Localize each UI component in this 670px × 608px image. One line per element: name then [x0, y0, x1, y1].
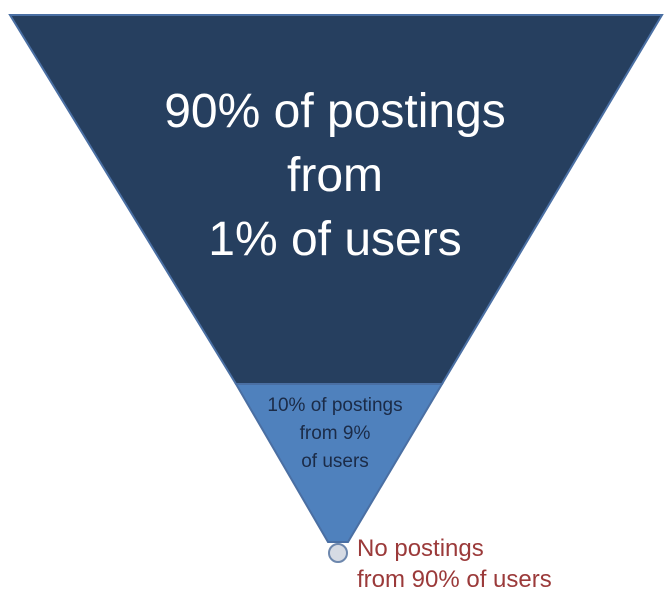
bottom-segment-line-1: No postings — [357, 535, 484, 562]
middle-segment-line-2: from 9% — [299, 423, 371, 444]
middle-segment-label: 10% of postings from 9% of users — [220, 392, 450, 476]
middle-segment-line-3: of users — [301, 451, 369, 472]
middle-segment-line-1: 10% of postings — [267, 395, 403, 416]
top-segment-line-2: from — [287, 149, 383, 202]
top-segment-line-3: 1% of users — [208, 213, 462, 266]
bottom-segment-dot — [328, 543, 348, 563]
top-segment-line-1: 90% of postings — [164, 85, 506, 138]
middle-segment-shape — [234, 383, 444, 543]
top-segment-label: 90% of postings from 1% of users — [100, 80, 570, 272]
bottom-segment-line-2: from 90% of users — [357, 566, 552, 593]
bottom-segment-label: No postings from 90% of users — [357, 533, 657, 595]
